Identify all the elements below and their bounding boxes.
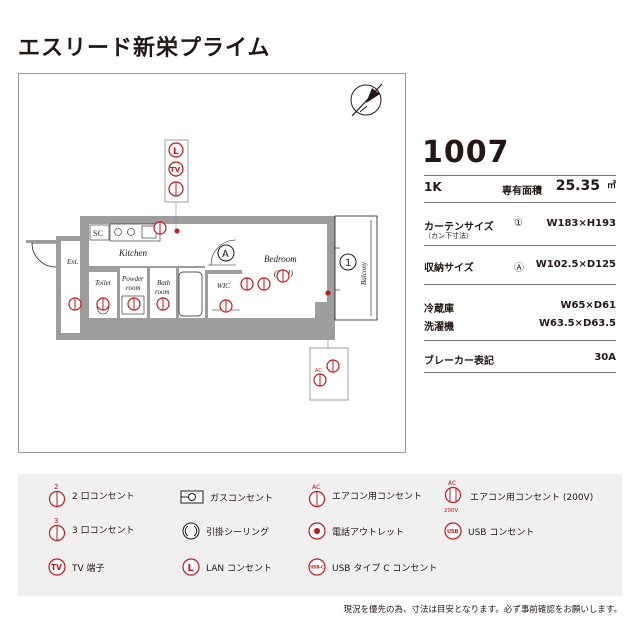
powder-label-1: Powder (121, 275, 144, 283)
phone-outlet-icon (174, 228, 180, 234)
divider (424, 175, 616, 176)
phone-outlet-icon (325, 290, 331, 296)
divider (424, 245, 616, 246)
ac-200v-outlet-icon: AC 200V (444, 480, 462, 514)
bedroom-label: Bedroom (264, 254, 297, 264)
tv-outlet-icon (168, 161, 184, 177)
svg-text:1: 1 (345, 258, 351, 269)
svg-text:TV: TV (170, 166, 181, 174)
disclaimer-note: 現況を優先の為、寸法は目安となります。必ず事前確認をお願いします。 (343, 605, 622, 615)
powder-label-2: room (126, 284, 141, 292)
legend-usb: USB USB コンセント (444, 522, 534, 540)
lan-outlet-icon: L (182, 558, 200, 576)
svg-text:AC: AC (448, 480, 456, 487)
storage-marker: A (217, 244, 235, 262)
divider (424, 202, 616, 203)
legend-phone: 電話アウトレット (308, 522, 404, 540)
unit-type: 1K (424, 180, 442, 194)
svg-text:AC: AC (312, 484, 320, 491)
toilet-label: Toilet (95, 279, 112, 287)
outlet-2-icon: 2 (48, 483, 66, 508)
svg-text:3: 3 (54, 517, 58, 525)
divider (424, 284, 616, 285)
svg-text:USB: USB (447, 529, 459, 535)
wic-label: WIC (217, 282, 230, 290)
curtain-marker: 1 (339, 253, 357, 271)
usbc-outlet-icon: USB-C (308, 558, 326, 576)
outlet-3-icon: 3 (48, 517, 66, 542)
washer-row: 洗濯機 W63.5×D63.5 (424, 318, 616, 333)
divider (424, 372, 616, 373)
legend-ac-outlet: AC エアコン用コンセント (308, 482, 422, 508)
kitchen-label: Kitchen (118, 248, 147, 258)
balcony (334, 215, 378, 321)
area-unit: ㎡ (606, 181, 616, 191)
storage-row: 収納サイズ Ⓐ W102.5×D125 (424, 259, 616, 274)
floor-plan: Balcony SC Kitchen Ent. Toilet Powder ro… (26, 83, 383, 401)
svg-text:AC: AC (315, 368, 322, 374)
breaker-value: 30A (594, 352, 616, 363)
usb-outlet-icon: USB (444, 522, 462, 540)
fridge-label: 冷蔵庫 (424, 304, 454, 315)
legend-ceiling: 引掛シーリング (182, 522, 269, 540)
page-title: エスリード新栄プライム (18, 36, 271, 61)
svg-text:L: L (173, 147, 179, 157)
curtain-label: カーテンサイズ (424, 222, 494, 233)
svg-text:USB-C: USB-C (310, 565, 324, 570)
unit-number: 1007 (422, 135, 510, 170)
divider (424, 340, 616, 341)
ac-outlet-icon: AC (308, 484, 326, 508)
washbasin (121, 295, 145, 315)
legend-lan: L LAN コンセント (182, 558, 272, 576)
curtain-mark: ① (514, 218, 523, 229)
fridge-value: W65×D61 (560, 300, 616, 311)
gas-outlet-icon (180, 490, 204, 504)
storage-value: W102.5×D125 (535, 259, 616, 270)
bath-tub (178, 271, 203, 317)
svg-text:A: A (222, 249, 229, 260)
washer-value: W63.5×D63.5 (538, 318, 616, 329)
svg-text:TV: TV (51, 563, 62, 572)
lan-outlet-icon (168, 142, 184, 158)
floor-plan-frame (18, 73, 406, 453)
bath-label-2: room (155, 288, 170, 296)
legend-panel: 2 2 口コンセント ガスコンセント AC エアコン用コンセント AC 200V… (18, 474, 622, 596)
callout-box-bottom (309, 347, 349, 401)
svg-text:L: L (188, 563, 195, 574)
walls (56, 216, 335, 340)
curtain-value: W183×H193 (546, 218, 616, 229)
legend-ac-200v: AC 200V エアコン用コンセント (200V) (444, 480, 594, 514)
legend-outlet-3: 3 3 口コンセント (48, 516, 135, 542)
tv-outlet-icon: TV (48, 558, 66, 576)
curtain-sub-label: （カン下寸法） (424, 232, 473, 240)
svg-text:200V: 200V (444, 508, 458, 514)
storage-label: 収納サイズ (424, 263, 474, 274)
storage-mark: Ⓐ (514, 263, 524, 274)
washer-label: 洗濯機 (424, 322, 454, 333)
area-value: 25.35 (555, 178, 600, 194)
bath-label-1: Bath (157, 279, 171, 287)
bedroom-door (208, 239, 237, 266)
area-label: 専有面積 (502, 186, 542, 197)
ceiling-hook-icon (182, 522, 200, 540)
legend-usbc: USB-C USB タイプ C コンセント (308, 558, 437, 576)
compass-icon (350, 83, 383, 117)
balcony-label: Balcony (360, 261, 368, 285)
phone-outlet-icon (308, 522, 326, 540)
breaker-label: ブレーカー表記 (424, 356, 494, 367)
breaker-row: ブレーカー表記 30A (424, 352, 616, 367)
svg-text:2: 2 (54, 483, 58, 491)
entrance-door (31, 242, 57, 268)
area-row: 1K 専有面積 25.35 ㎡ (424, 178, 616, 200)
ent-label: Ent. (66, 258, 79, 266)
sc-label: SC (93, 229, 103, 238)
legend-tv: TV TV 端子 (48, 558, 105, 576)
legend-outlet-2: 2 2 口コンセント (48, 482, 135, 508)
fridge-row: 冷蔵庫 W65×D61 (424, 300, 616, 315)
curtain-row: カーテンサイズ ① W183×H193 (424, 218, 616, 233)
legend-gas: ガスコンセント (180, 490, 273, 504)
